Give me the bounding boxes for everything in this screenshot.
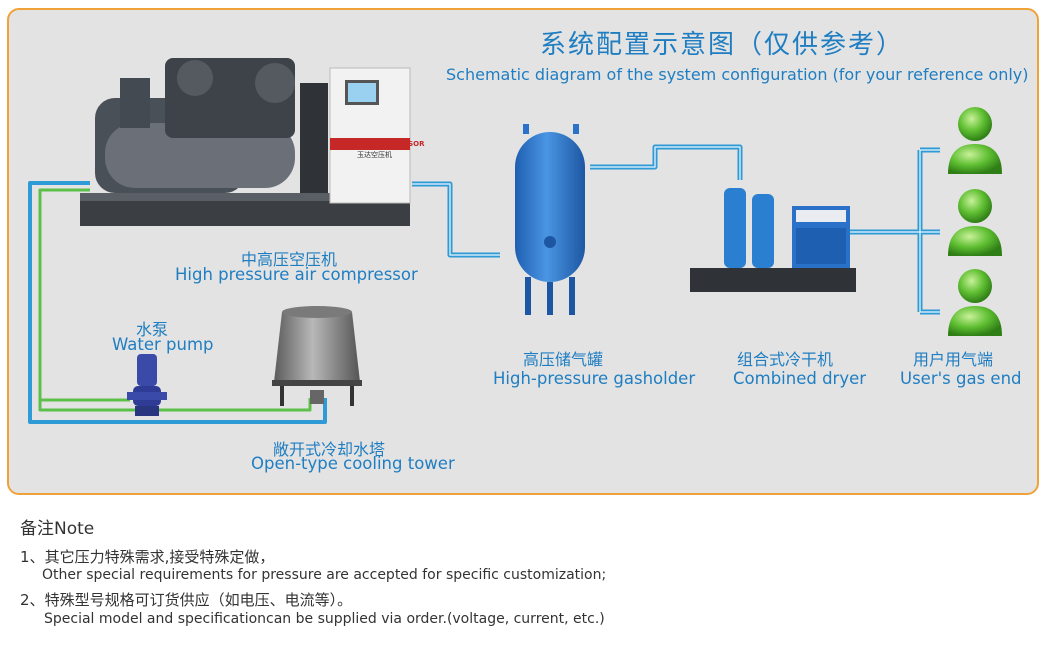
compressor-brand: TD COMPRESSOR: [357, 140, 425, 148]
cooling-tower-label-en: Open-type cooling tower: [251, 454, 455, 473]
cooling-tower-illustration: [272, 306, 362, 406]
dryer-label-en: Combined dryer: [733, 369, 867, 388]
dryer-illustration: [690, 188, 856, 292]
gasholder-label-en: High-pressure gasholder: [493, 369, 696, 388]
users-label-cn: 用户用气端: [913, 350, 994, 369]
compressor-illustration: [80, 58, 411, 226]
diagram-title-en: Schematic diagram of the system configur…: [446, 65, 1029, 84]
dryer-label-cn: 组合式冷干机: [737, 350, 834, 369]
gasholder-illustration: [515, 124, 585, 315]
air-line-pipes: [412, 144, 940, 315]
compressor-brand-cn: 玉达空压机: [357, 151, 392, 159]
user-icon: [948, 107, 1002, 174]
diagram-title-cn: 系统配置示意图（仅供参考）: [540, 30, 905, 60]
user-icon: [948, 189, 1002, 256]
note-2-en: Special model and specificationcan be su…: [44, 611, 605, 627]
note-2-cn: 2、特殊型号规格可订货供应（如电压、电流等）。: [20, 591, 353, 609]
water-pump-illustration: [127, 354, 167, 416]
note-1-en: Other special requirements for pressure …: [42, 567, 607, 583]
gasholder-label-cn: 高压储气罐: [523, 350, 604, 369]
cooling-tower-label-cn: 敞开式冷却水塔: [273, 440, 386, 459]
cooling-loop-pipes: [28, 181, 327, 424]
pump-label-cn: 水泵: [136, 320, 169, 339]
users-label-en: User's gas end: [900, 369, 1022, 388]
notes-heading: 备注Note: [20, 519, 95, 539]
compressor-label-en: High pressure air compressor: [175, 265, 418, 284]
user-icon: [948, 269, 1002, 336]
compressor-label-cn: 中高压空压机: [241, 250, 338, 269]
pump-label-en: Water pump: [112, 335, 214, 354]
note-1-cn: 1、其它压力特殊需求,接受特殊定做，: [20, 548, 275, 566]
user-icons: [948, 107, 1002, 336]
